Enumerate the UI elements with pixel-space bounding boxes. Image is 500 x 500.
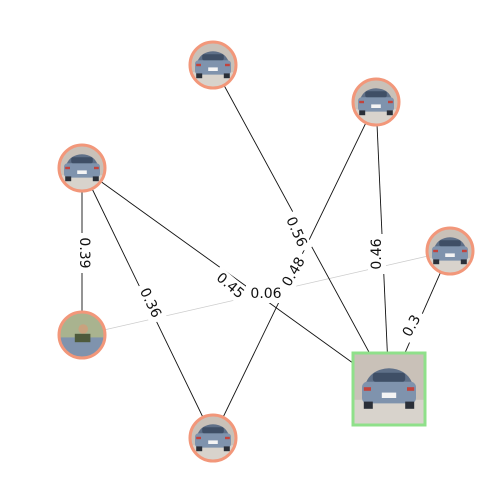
edge-label-bg <box>279 210 313 254</box>
tail-light <box>196 436 201 440</box>
ground <box>354 399 424 424</box>
edge-label-group: 0.39 <box>75 233 93 273</box>
node-n_right[interactable] <box>425 226 475 276</box>
node-border <box>425 226 475 276</box>
person-head <box>78 324 88 334</box>
node-border <box>188 413 238 463</box>
edge-label-group: 0.46 <box>368 234 386 274</box>
person-body <box>74 333 91 343</box>
node-n_left_upper[interactable] <box>57 143 107 193</box>
edge-label: 0.06 <box>250 286 281 302</box>
tail-light <box>65 166 70 170</box>
car-window <box>372 372 406 382</box>
tail-light <box>433 249 438 253</box>
car-thumbnail-image <box>354 80 398 124</box>
license-plate <box>445 253 455 257</box>
edge-label-group: 0.48 <box>276 250 312 294</box>
wheel <box>386 110 393 116</box>
tail-light <box>388 100 393 104</box>
edge-label-bg <box>133 281 167 325</box>
wheel <box>92 176 99 182</box>
wheel <box>460 259 467 265</box>
node-border <box>57 310 107 360</box>
car-thumbnail-image <box>428 229 472 273</box>
tail-light <box>225 436 230 440</box>
nodes-layer <box>57 40 475 463</box>
tail-light <box>196 63 201 67</box>
node-border <box>57 143 107 193</box>
edge-label-group: 0.06 <box>246 285 286 303</box>
tail-light <box>359 100 364 104</box>
node-n_bottom[interactable] <box>188 413 238 463</box>
license-plate <box>381 392 397 398</box>
car-thumbnail-image <box>191 43 235 87</box>
edge-label: 0.39 <box>76 237 92 268</box>
wheel <box>223 73 230 79</box>
license-plate <box>371 104 381 108</box>
wheel <box>405 401 415 409</box>
edge-label-bg <box>396 307 428 345</box>
tail-light <box>407 387 415 391</box>
tail-light <box>462 249 467 253</box>
wheel <box>359 110 366 116</box>
edge-label-bg <box>75 233 93 273</box>
edge-n_left_upper-n_center <box>81 167 390 390</box>
wheel <box>65 176 72 182</box>
node-border <box>351 77 401 127</box>
node-n_top[interactable] <box>188 40 238 90</box>
edge-label-group: 0.56 <box>279 210 313 254</box>
tail-light <box>94 166 99 170</box>
edge-label-bg <box>368 234 386 274</box>
car-window <box>202 54 224 61</box>
wheel <box>196 446 203 452</box>
node-border <box>188 40 238 90</box>
edge-label-group: 0.36 <box>133 281 167 325</box>
car-thumbnail-image <box>191 416 235 460</box>
car-thumbnail-image <box>60 146 104 190</box>
car-body <box>60 337 104 357</box>
license-plate <box>208 67 218 71</box>
car-window <box>202 427 224 434</box>
license-plate <box>208 440 218 444</box>
tail-light <box>363 387 371 391</box>
edge-label-bg <box>208 266 252 306</box>
edge-label-bg <box>276 250 312 294</box>
wheel <box>433 259 440 265</box>
license-plate <box>77 170 87 174</box>
car-body <box>195 60 231 75</box>
node-n_center[interactable] <box>351 351 427 427</box>
person-thumbnail-image <box>60 313 104 357</box>
car-body <box>432 246 468 261</box>
car-thumbnail-image <box>354 354 424 424</box>
car-body <box>358 97 394 112</box>
tail-light <box>225 63 230 67</box>
selected-node-border <box>351 351 427 427</box>
wheel <box>196 73 203 79</box>
wheel <box>223 446 230 452</box>
wheel <box>363 401 373 409</box>
edge-label: 0.46 <box>369 238 385 269</box>
edge-label-bg <box>246 285 286 303</box>
edge-label-group: 0.45 <box>208 266 252 306</box>
car-window <box>365 91 387 98</box>
car-window <box>439 240 461 247</box>
car-body <box>362 381 416 404</box>
node-n_topright[interactable] <box>351 77 401 127</box>
node-n_left_lower[interactable] <box>57 310 107 361</box>
car-window <box>71 157 93 164</box>
car-body <box>64 163 100 178</box>
